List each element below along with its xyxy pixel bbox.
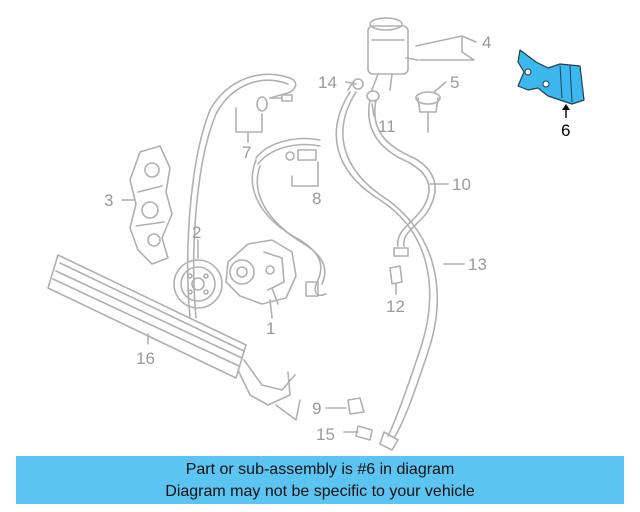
hose-part-7: [186, 73, 297, 319]
banner-line-disclaimer: Diagram may not be specific to your vehi…: [165, 483, 475, 500]
highlighted-bracket-part-6[interactable]: [517, 49, 585, 118]
callout-10: 10: [452, 175, 471, 194]
info-banner: Part or sub-assembly is #6 in diagram Di…: [16, 456, 624, 504]
parts-diagram: 1 2 3 4 5 6 7 8 9 10 11 12 13 14 15 16: [47, 17, 585, 451]
leader-lines: [121, 35, 477, 433]
callout-15: 15: [316, 425, 335, 444]
callout-5: 5: [450, 73, 459, 92]
callout-7: 7: [242, 143, 251, 162]
callout-2: 2: [192, 223, 201, 242]
fitting-part-11: [366, 90, 380, 102]
grommet-part-12: [389, 265, 403, 285]
callout-13: 13: [468, 255, 487, 274]
callout-14: 14: [318, 73, 337, 92]
mount-part-9: [347, 397, 365, 415]
callout-8: 8: [312, 189, 321, 208]
callout-16: 16: [136, 349, 155, 368]
sensor-part-5: [415, 91, 441, 133]
callout-1: 1: [266, 319, 275, 338]
hose-part-13: [335, 91, 439, 451]
clip-part-15: [355, 425, 373, 441]
callout-3: 3: [104, 191, 113, 210]
callout-6[interactable]: 6: [561, 121, 570, 140]
reservoir-part-4: [367, 17, 419, 91]
callout-9: 9: [312, 399, 321, 418]
callout-4: 4: [482, 33, 491, 52]
bracket-part-3: [129, 145, 173, 265]
pump-part-1: [225, 239, 297, 305]
pulley-part-2: [173, 259, 223, 309]
hose-part-8: [251, 137, 327, 297]
banner-line-part-number: Part or sub-assembly is #6 in diagram: [185, 461, 455, 478]
cooler-part-16: [47, 254, 301, 421]
callout-12: 12: [386, 297, 405, 316]
callout-labels: 1 2 3 4 5 6 7 8 9 10 11 12 13 14 15 16: [104, 33, 570, 444]
callout-11: 11: [378, 117, 396, 136]
